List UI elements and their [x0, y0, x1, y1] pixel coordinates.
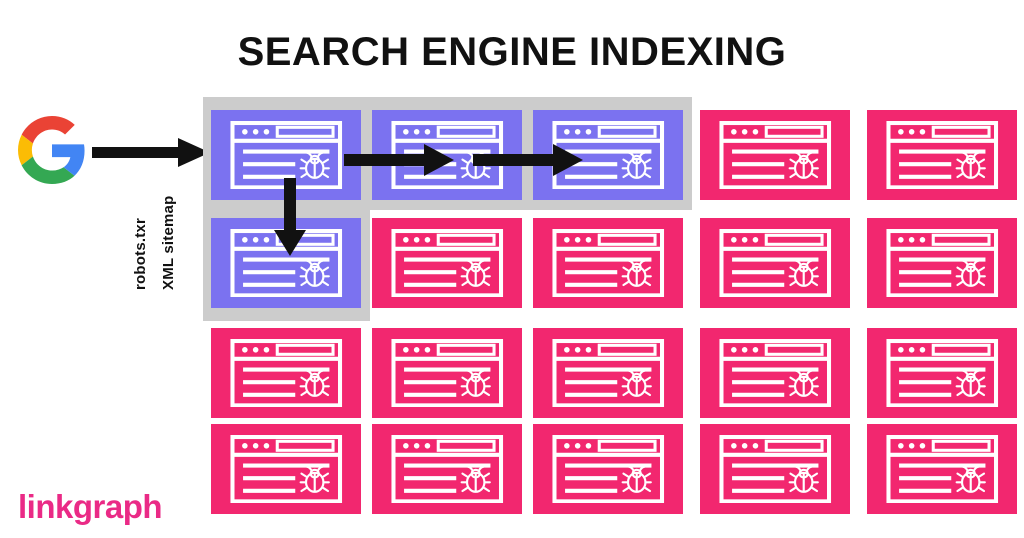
crawl-arrow-down — [268, 178, 312, 256]
page-card-r2-c5[interactable] — [867, 218, 1017, 308]
browser-window-spider-icon — [224, 120, 349, 190]
browser-window-spider-icon — [880, 120, 1005, 190]
browser-window-spider-icon — [880, 338, 1005, 408]
page-card-r3-c2[interactable] — [372, 328, 522, 418]
page-card-r1-c4[interactable] — [700, 110, 850, 200]
intake-arrow-icon — [92, 130, 210, 176]
crawl-arrow-right-2 — [473, 142, 583, 178]
browser-window-spider-icon — [546, 338, 671, 408]
browser-window-spider-icon — [713, 434, 838, 504]
browser-window-spider-icon — [713, 228, 838, 298]
browser-window-spider-icon — [224, 338, 349, 408]
linkgraph-logo: linkgraph — [18, 488, 163, 525]
page-card-r1-c5[interactable] — [867, 110, 1017, 200]
browser-window-spider-icon — [713, 338, 838, 408]
page-card-r2-c3[interactable] — [533, 218, 683, 308]
page-card-r3-c3[interactable] — [533, 328, 683, 418]
page-card-r4-c3[interactable] — [533, 424, 683, 514]
browser-window-spider-icon — [385, 338, 510, 408]
page-card-r2-c4[interactable] — [700, 218, 850, 308]
browser-window-spider-icon — [224, 434, 349, 504]
page-card-r3-c5[interactable] — [867, 328, 1017, 418]
page-card-r3-c1[interactable] — [211, 328, 361, 418]
crawl-arrow-right-1 — [344, 142, 454, 178]
google-g-logo — [18, 116, 86, 184]
page-card-r3-c4[interactable] — [700, 328, 850, 418]
page-card-r2-c2[interactable] — [372, 218, 522, 308]
browser-window-spider-icon — [546, 228, 671, 298]
page-card-r4-c1[interactable] — [211, 424, 361, 514]
browser-window-spider-icon — [385, 434, 510, 504]
page-card-r4-c4[interactable] — [700, 424, 850, 514]
browser-window-spider-icon — [880, 228, 1005, 298]
browser-window-spider-icon — [880, 434, 1005, 504]
browser-window-spider-icon — [385, 228, 510, 298]
browser-window-spider-icon — [713, 120, 838, 190]
page-title: SEARCH ENGINE INDEXING — [237, 30, 787, 74]
browser-window-spider-icon — [546, 434, 671, 504]
page-card-r4-c5[interactable] — [867, 424, 1017, 514]
page-card-r4-c2[interactable] — [372, 424, 522, 514]
